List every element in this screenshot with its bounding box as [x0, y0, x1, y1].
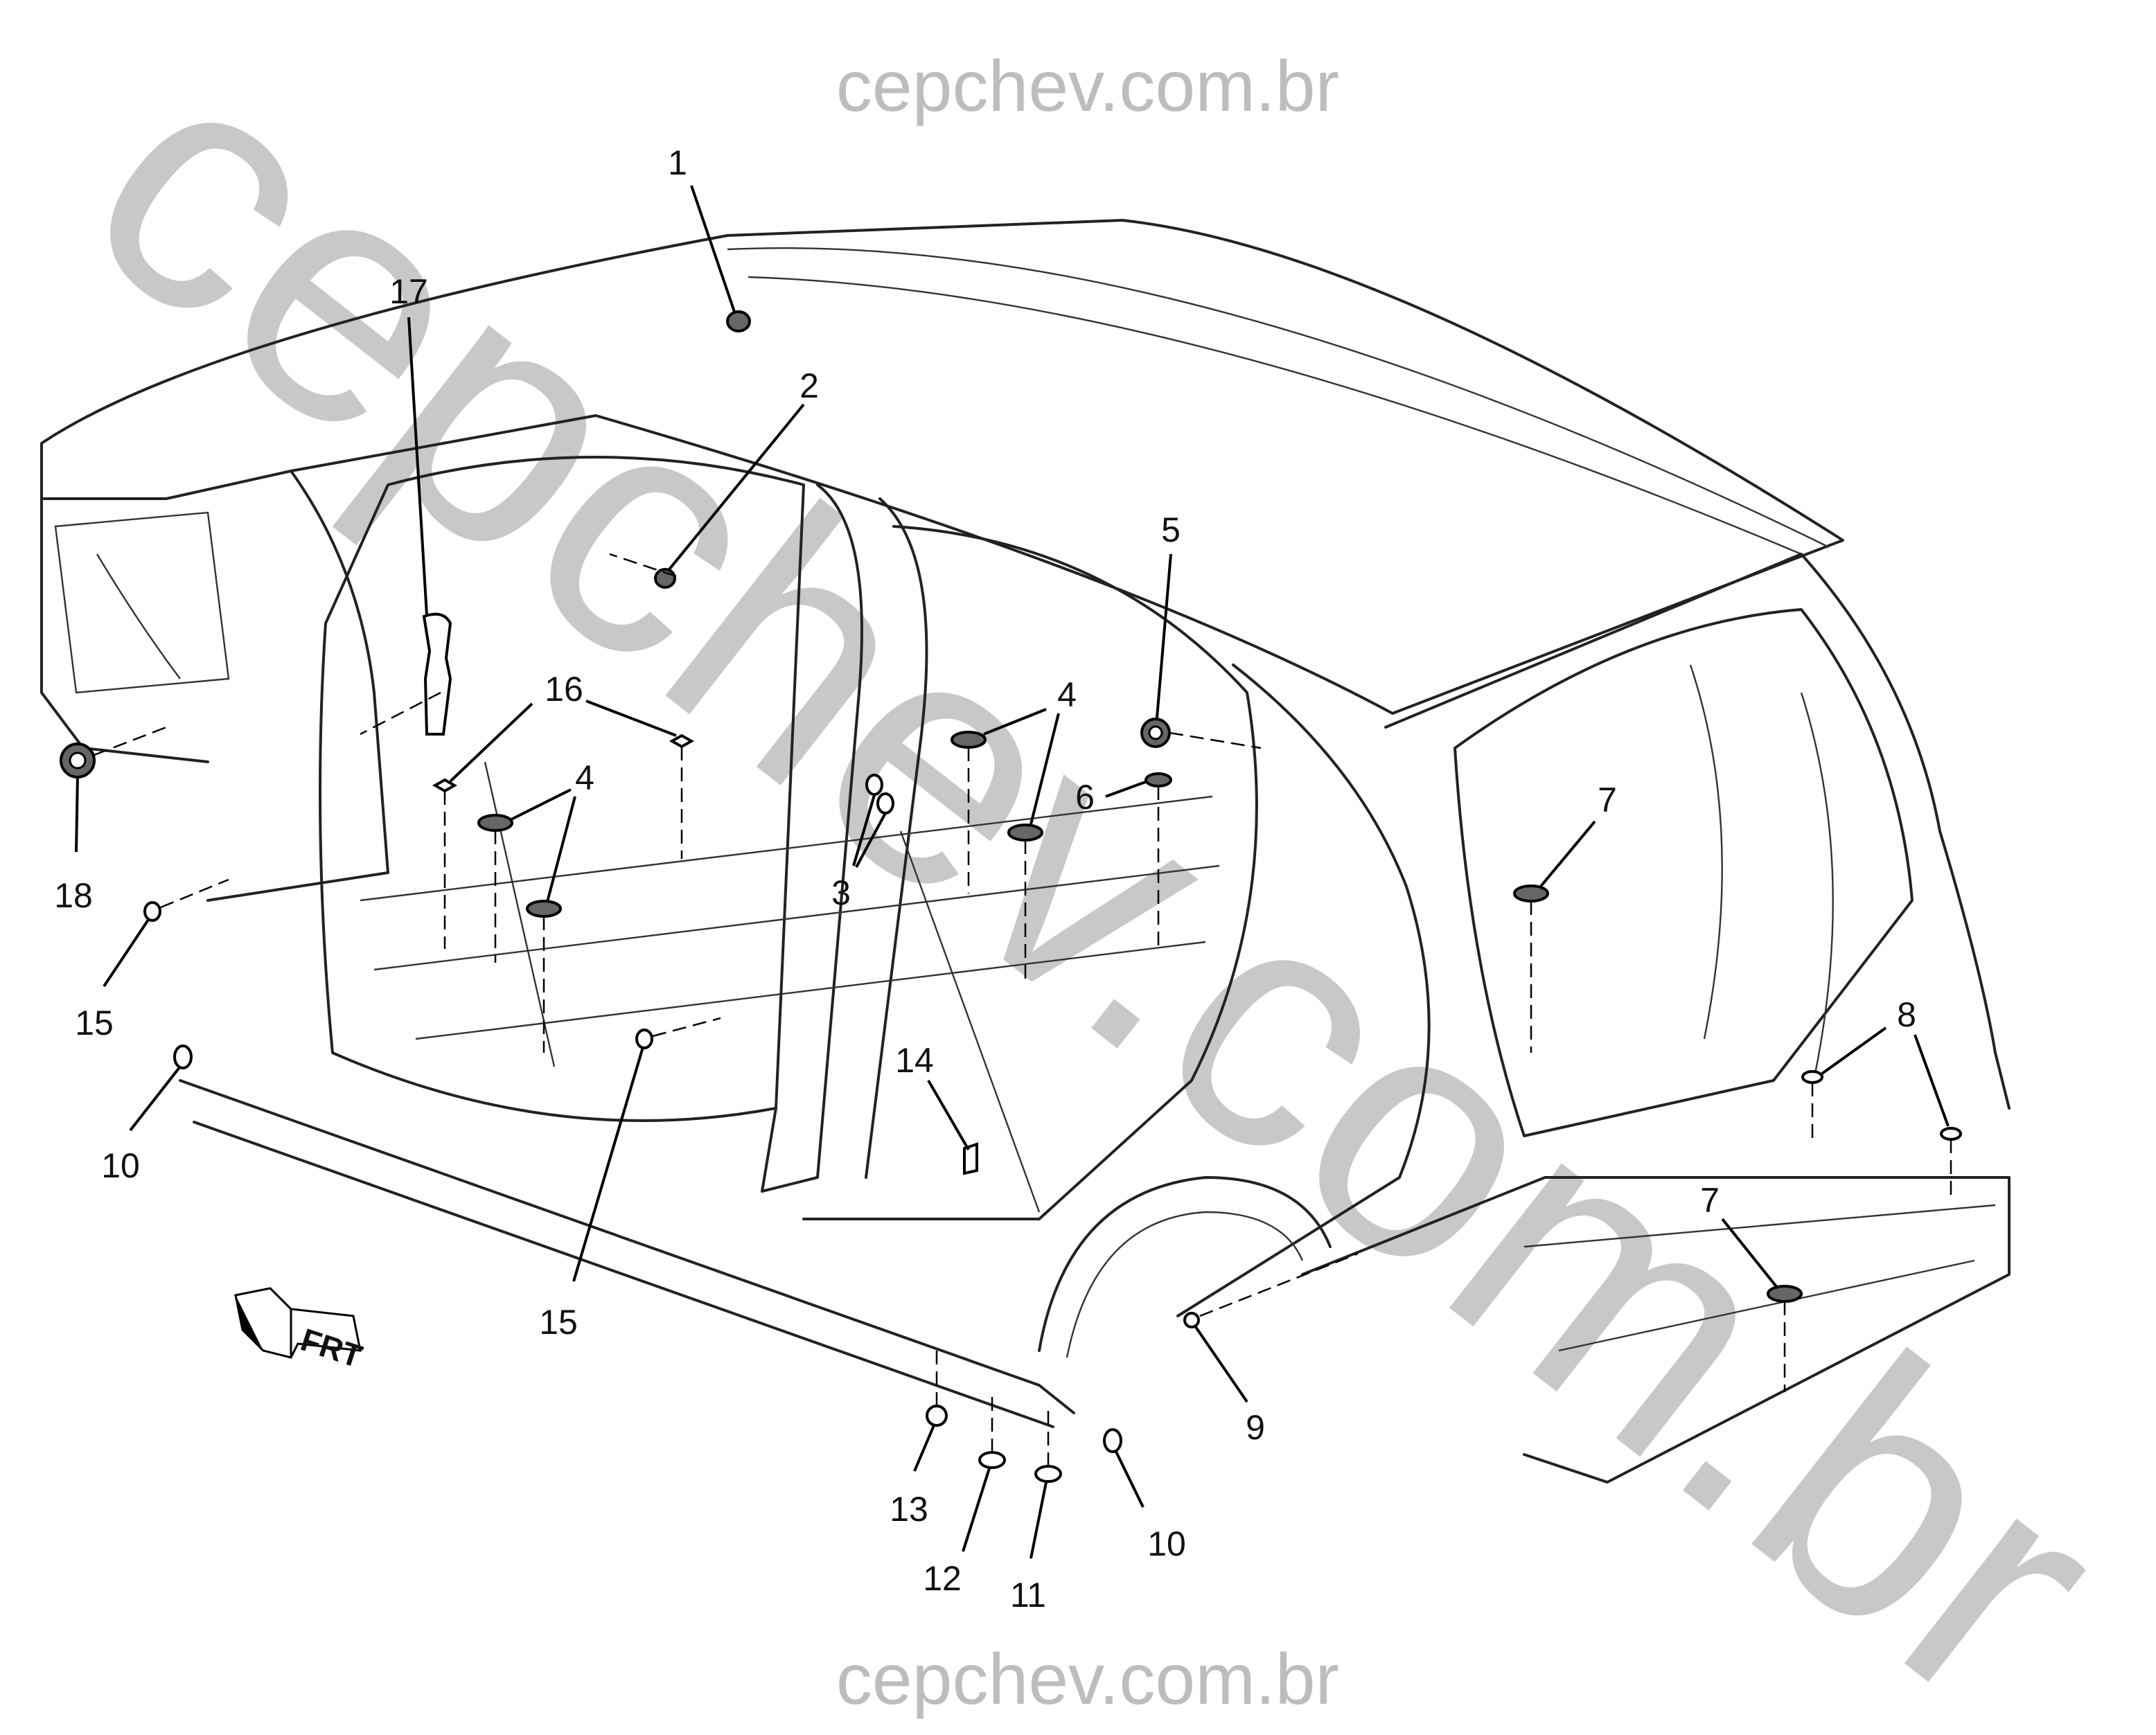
plug-4c-icon [951, 731, 987, 749]
plug-4a-icon [477, 814, 513, 832]
plug-16a-icon [432, 778, 458, 793]
callout-12: 12 [923, 1559, 962, 1598]
callout-8: 8 [1897, 995, 1916, 1034]
installation-guides [94, 553, 1952, 1466]
callout-10a: 10 [101, 1146, 140, 1185]
callout-18: 18 [54, 876, 93, 915]
plug-4b-icon [526, 900, 562, 918]
callout-15b: 15 [539, 1303, 578, 1342]
callout-4b: 4 [1057, 675, 1077, 714]
plug-8b-icon [1940, 1127, 1962, 1141]
plug-15b-icon [635, 1029, 653, 1049]
plug-13-icon [926, 1405, 948, 1427]
callout-15a: 15 [75, 1004, 114, 1042]
callout-labels: 1 2 3 4 4 5 6 7 7 8 9 10 10 11 12 13 14 … [54, 143, 1916, 1614]
callout-1: 1 [668, 143, 687, 182]
callout-9: 9 [1246, 1408, 1265, 1447]
plug-11-icon [1034, 1465, 1062, 1483]
watermark-top: cepchev.com.br [836, 46, 1339, 127]
watermark-bottom: cepchev.com.br [836, 1639, 1339, 1720]
plug-15a-icon [143, 901, 161, 922]
leader-lines [75, 185, 1950, 1559]
plug-8a-icon [1801, 1070, 1823, 1084]
fastener-plugs [60, 310, 1962, 1483]
callout-10b: 10 [1147, 1524, 1186, 1563]
callout-7a: 7 [1598, 781, 1617, 819]
plug-1-icon [726, 310, 751, 332]
callout-4a: 4 [575, 758, 594, 797]
plug-9-icon [1183, 1312, 1200, 1328]
callout-14: 14 [895, 1041, 934, 1080]
front-direction-indicator: FRT [234, 1287, 366, 1375]
vehicle-body-shell [40, 219, 2011, 1484]
callout-6: 6 [1075, 778, 1095, 817]
callout-7b: 7 [1700, 1181, 1720, 1220]
plug-10b-icon [1103, 1428, 1122, 1453]
callout-13: 13 [890, 1490, 928, 1529]
plug-14-icon [963, 1142, 978, 1175]
plug-3a-icon [865, 774, 883, 796]
watermark-diagonal: cepchev.com.br [24, 0, 2156, 1732]
plug-16b-icon [669, 733, 695, 749]
callout-2: 2 [799, 366, 819, 405]
callout-11: 11 [1010, 1576, 1046, 1614]
plug-17-icon [422, 612, 452, 736]
plug-12-icon [978, 1451, 1006, 1469]
plug-6-icon [1145, 772, 1172, 788]
plug-7b-icon [1767, 1285, 1803, 1303]
callout-17: 17 [389, 272, 428, 311]
callout-5: 5 [1161, 510, 1181, 549]
plug-7a-icon [1513, 884, 1549, 902]
plug-3b-icon [876, 792, 894, 815]
callout-16: 16 [545, 670, 583, 709]
plug-4d-icon [1007, 824, 1043, 842]
plug-10a-icon [173, 1044, 193, 1069]
callout-3: 3 [831, 873, 851, 912]
